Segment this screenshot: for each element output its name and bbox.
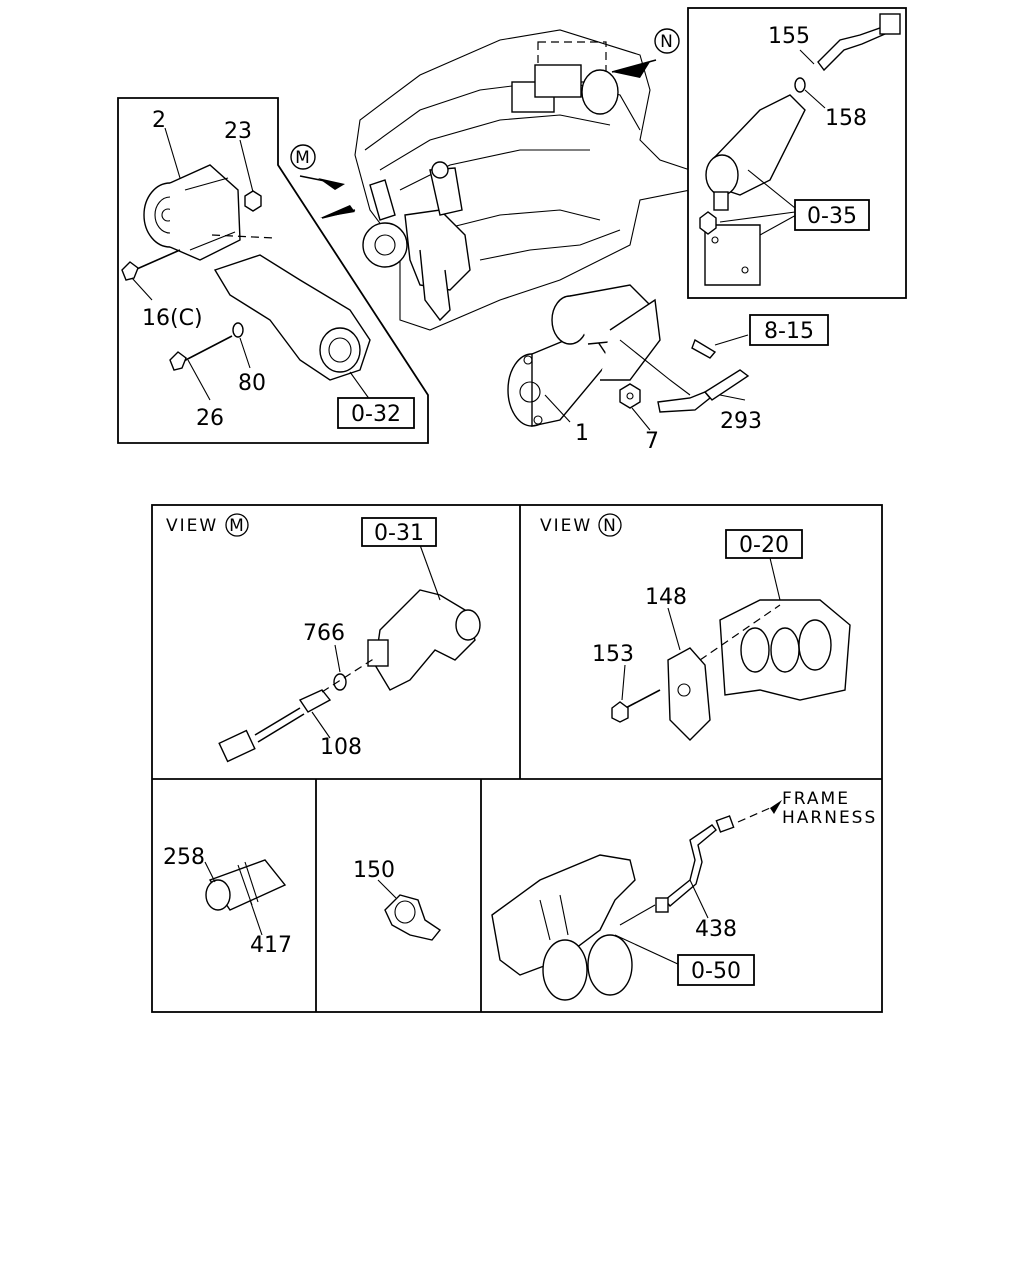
view-titles: VIEW M VIEW N (166, 513, 622, 537)
ref-8-15: 8-15 (764, 319, 814, 344)
view-n-title: VIEW (540, 516, 592, 536)
callout-23: 23 (224, 119, 252, 144)
ref-0-20: 0-20 (739, 533, 789, 558)
marker-n: N (660, 32, 674, 52)
sleeve-panel (205, 859, 287, 911)
clip-panel (384, 894, 442, 941)
callout-148: 148 (645, 585, 687, 610)
callout-293: 293 (720, 409, 762, 434)
frame-harness-label: FRAME HARNESS (782, 789, 877, 828)
ref-0-31: 0-31 (374, 521, 424, 546)
ref-0-50: 0-50 (691, 959, 741, 984)
callout-108: 108 (320, 735, 362, 760)
callout-258: 258 (163, 845, 205, 870)
callout-438: 438 (695, 917, 737, 942)
ref-0-35: 0-35 (807, 204, 857, 229)
callout-417: 417 (250, 933, 292, 958)
view-m-panel (218, 589, 481, 763)
callout-80: 80 (238, 371, 266, 396)
ref-0-32: 0-32 (351, 402, 401, 427)
alternator-inset (117, 97, 429, 444)
callouts: 2 23 16(C) 80 26 155 158 1 7 293 766 108… (142, 24, 867, 958)
frame-harness-line1: FRAME (782, 789, 850, 809)
frame-harness-line2: HARNESS (782, 808, 877, 828)
marker-m: M (295, 148, 311, 168)
callout-26: 26 (196, 406, 224, 431)
callout-153: 153 (592, 642, 634, 667)
view-m-title: VIEW (166, 516, 218, 536)
view-n-letter: N (603, 516, 617, 536)
callout-155: 155 (768, 24, 810, 49)
views-grid (151, 504, 883, 1013)
leader-lines (131, 49, 826, 966)
callout-1: 1 (575, 421, 589, 446)
callout-158: 158 (825, 106, 867, 131)
view-n-panel (611, 599, 851, 741)
view-markers: M N (290, 28, 680, 170)
reference-boxes: 0-32 0-35 8-15 0-31 0-20 0-50 (337, 199, 870, 986)
callout-2: 2 (152, 108, 166, 133)
callout-16c: 16(C) (142, 306, 203, 331)
harness-panel (491, 800, 782, 1001)
callout-150: 150 (353, 858, 395, 883)
view-m-letter: M (229, 516, 245, 536)
callout-766: 766 (303, 621, 345, 646)
callout-7: 7 (645, 429, 659, 454)
sensor-inset (687, 7, 907, 299)
